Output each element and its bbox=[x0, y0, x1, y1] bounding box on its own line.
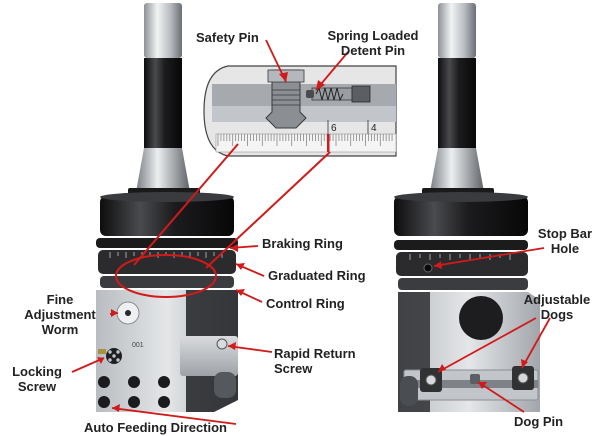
arrow-auto-feed bbox=[111, 407, 237, 425]
right-shank-black bbox=[438, 58, 476, 148]
left-rapid-return-screw bbox=[216, 338, 228, 350]
graduated-ring-highlight bbox=[115, 254, 217, 298]
right-taper bbox=[430, 148, 484, 192]
safety-pin-bolt bbox=[265, 69, 307, 129]
arrow-dog-left bbox=[437, 317, 537, 373]
inset-scale-marker bbox=[327, 134, 330, 152]
label-stop-bar-line1: Stop Bar bbox=[537, 226, 593, 241]
left-graduated-ring bbox=[98, 250, 236, 274]
label-safety-pin: Safety Pin bbox=[196, 30, 259, 45]
left-braking-ring bbox=[96, 238, 238, 248]
left-bottom-holes bbox=[98, 376, 170, 408]
right-boring-head bbox=[394, 3, 540, 412]
right-shank-top bbox=[438, 3, 476, 58]
label-auto-feeding-direction: Auto Feeding Direction bbox=[84, 420, 227, 435]
right-top-round bbox=[459, 296, 503, 340]
label-graduated-ring: Graduated Ring bbox=[268, 268, 366, 283]
right-graduation-ticks bbox=[409, 254, 511, 260]
arrow-stop-bar bbox=[433, 247, 545, 267]
label-locking-line2: Screw bbox=[17, 379, 57, 394]
label-locking-screw: Locking Screw bbox=[2, 364, 72, 394]
inset-scale-ticks bbox=[217, 134, 393, 146]
left-housing-top bbox=[100, 192, 234, 202]
label-rapid-return-screw: Rapid Return Screw bbox=[274, 346, 356, 376]
label-rapid-line1: Rapid Return bbox=[274, 346, 356, 361]
inset-detail: 6 4 bbox=[203, 65, 397, 157]
label-control-ring: Control Ring bbox=[266, 296, 345, 311]
inset-scale-number-4: 4 bbox=[371, 123, 377, 134]
label-spring-loaded-detent-pin: Spring Loaded Detent Pin bbox=[318, 28, 428, 58]
label-adjustable-line1: Adjustable bbox=[523, 292, 591, 307]
detent-pin-plug bbox=[351, 85, 371, 103]
left-slide bbox=[180, 336, 238, 376]
right-braking-ring bbox=[394, 240, 528, 250]
right-control-ring bbox=[398, 278, 528, 290]
arrow-dog-pin bbox=[477, 381, 525, 413]
safety-pin-threads bbox=[272, 89, 300, 106]
left-housing bbox=[100, 196, 234, 236]
right-bore-hole bbox=[400, 376, 418, 406]
right-dog-pin bbox=[470, 374, 480, 384]
right-t-slot-groove bbox=[404, 380, 538, 388]
label-adjustable-line2: Dogs bbox=[540, 307, 574, 322]
label-fine-line2: Adjustment bbox=[24, 307, 96, 322]
detent-pin-tip bbox=[306, 90, 314, 98]
label-locking-line1: Locking bbox=[12, 364, 62, 379]
right-stop-bar-hole bbox=[423, 263, 433, 273]
label-rapid-line2: Screw bbox=[274, 361, 313, 376]
label-dog-pin: Dog Pin bbox=[514, 414, 564, 429]
label-braking-ring: Braking Ring bbox=[262, 236, 343, 251]
left-taper bbox=[136, 148, 190, 192]
left-boring-head: 001 bbox=[96, 3, 238, 412]
left-control-ring bbox=[100, 276, 234, 288]
left-shank-black bbox=[144, 58, 182, 148]
inset-scale-strip bbox=[215, 133, 397, 153]
right-graduated-ring bbox=[396, 252, 528, 276]
right-dog-right-screw bbox=[517, 372, 529, 384]
arrowheads bbox=[97, 72, 528, 412]
zoom-line-right bbox=[205, 151, 331, 269]
detent-pin-spring bbox=[315, 86, 344, 102]
left-shank-top bbox=[144, 3, 182, 58]
arrow-dog-right bbox=[521, 317, 551, 369]
label-spring-loaded-line1: Spring Loaded bbox=[327, 28, 419, 43]
label-adjustable-dogs: Adjustable Dogs bbox=[516, 292, 598, 322]
right-dog-left-screw bbox=[425, 374, 437, 386]
right-housing-top bbox=[394, 192, 528, 202]
right-housing bbox=[394, 196, 528, 236]
left-head-marking: 001 bbox=[132, 342, 144, 349]
left-bore-hole bbox=[214, 372, 236, 398]
left-worm-hole bbox=[125, 310, 131, 316]
inset-lower-block bbox=[212, 106, 396, 122]
zoom-line-left bbox=[133, 143, 239, 266]
label-stop-bar-hole: Stop Bar Hole bbox=[532, 226, 598, 256]
arrow-locking-screw bbox=[71, 357, 105, 373]
left-locking-screw-holes bbox=[108, 350, 120, 362]
inset-scale-number-6: 6 bbox=[331, 123, 337, 134]
label-fine-adjustment-worm: Fine Adjustment Worm bbox=[20, 292, 100, 337]
label-fine-line3: Worm bbox=[41, 322, 79, 337]
left-screw-shaft bbox=[98, 349, 106, 354]
label-spring-loaded-line2: Detent Pin bbox=[340, 43, 406, 58]
label-fine-line1: Fine bbox=[46, 292, 74, 307]
label-stop-bar-line2: Hole bbox=[550, 241, 580, 256]
